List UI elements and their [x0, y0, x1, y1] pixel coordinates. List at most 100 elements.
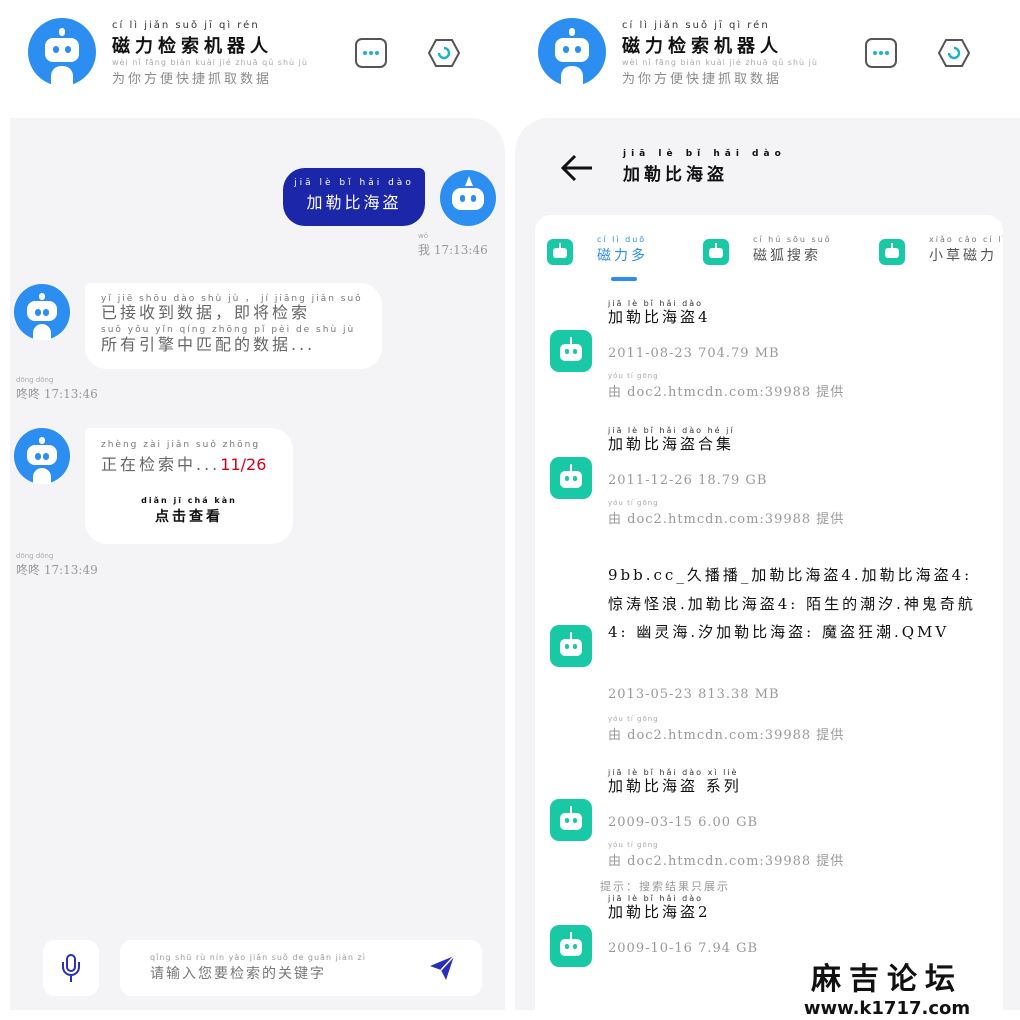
app-subtitle-text: 为你方便快捷抓取数据: [112, 72, 273, 87]
user-message-text: 加勒比海盗: [306, 193, 402, 212]
app-subtitle-pinyin: wèi nǐ fāng biàn kuài jié zhuā qǔ shù jù: [622, 58, 818, 67]
app-title: cí lì jiǎn suǒ jī qì rén 磁力检索机器人: [622, 20, 783, 58]
result-item[interactable]: 9bb.cc_久播播_加勒比海盗4.加勒比海盗4: 惊涛怪浪.加勒比海盗4: 陌…: [535, 561, 1003, 751]
robot-icon: [703, 239, 729, 265]
page-heading-pinyin: jiā lè bǐ hǎi dào: [623, 149, 786, 159]
result-title-pinyin: jiā lè bǐ hǎi dào xì liè: [608, 768, 739, 777]
robot-icon: [550, 457, 592, 499]
hexagon-close-icon: [428, 39, 460, 67]
result-source-text: 由 doc2.htmcdn.com:39988 提供: [608, 385, 845, 400]
result-source: yóu tí gōng 由 doc2.htmcdn.com:39988 提供: [608, 499, 844, 527]
watermark-name: 麻吉论坛: [811, 962, 963, 997]
bot-msg1-line2-pinyin: suǒ yǒu yǐn qíng zhōng pǐ pèi de shù jù: [101, 325, 356, 336]
bolt-icon: [465, 176, 473, 186]
result-source: yóu tí gōng 由 doc2.htmcdn.com:39988 提供: [608, 715, 844, 743]
bot-avatar: [14, 284, 70, 340]
robot-icon: [550, 625, 592, 667]
result-title-text: 加勒比海盗2: [608, 903, 711, 921]
result-source: yóu tí gōng 由 doc2.htmcdn.com:39988 提供: [608, 372, 844, 400]
user-timestamp-pinyin: wǒ: [418, 232, 429, 240]
app-subtitle-text: 为你方便快捷抓取数据: [622, 72, 783, 87]
result-title: 9bb.cc_久播播_加勒比海盗4.加勒比海盗4: 惊涛怪浪.加勒比海盗4: 陌…: [608, 561, 978, 647]
result-source-pinyin: yóu tí gōng: [608, 499, 659, 507]
app-subtitle: wèi nǐ fāng biàn kuài jié zhuā qǔ shù jù…: [112, 58, 308, 87]
back-arrow-icon[interactable]: [560, 153, 596, 183]
user-message-pinyin: jiā lè bǐ hǎi dào: [294, 178, 414, 188]
placeholder-text: 请输入您要检索的关键字: [150, 966, 326, 982]
result-title-pinyin: jiā lè bǐ hǎi dào: [608, 894, 704, 903]
view-link-pinyin: diǎn jī chá kàn: [141, 496, 237, 505]
search-input[interactable]: qǐng shū rù nín yào jiǎn suǒ de guān jià…: [120, 940, 482, 996]
view-link-text: 点击查看: [155, 509, 223, 525]
result-source-pinyin: yóu tí gōng: [608, 715, 659, 723]
user-message-bubble: jiā lè bǐ hǎi dào 加勒比海盗: [283, 168, 425, 226]
result-title: jiā lè bǐ hǎi dào hé jí 加勒比海盗合集: [608, 427, 978, 453]
result-title-text: 加勒比海盗4: [608, 308, 711, 326]
search-input-placeholder: qǐng shū rù nín yào jiǎn suǒ de guān jià…: [150, 953, 366, 983]
robot-icon: [550, 925, 592, 967]
robot-logo-icon: [28, 18, 96, 86]
result-item[interactable]: jiā lè bǐ hǎi dào 加勒比海盗2 2009-10-16 7.94…: [535, 895, 1003, 1005]
user-timestamp: wǒ 我 17:13:46: [418, 232, 488, 258]
send-icon[interactable]: [428, 954, 456, 982]
chat-area: [10, 118, 505, 1010]
result-source-text: 由 doc2.htmcdn.com:39988 提供: [608, 512, 845, 527]
bot-timestamp-2: dōng dōng 咚咚 17:13:49: [16, 552, 98, 578]
result-meta: 2011-12-26 18.79 GB: [608, 473, 768, 488]
result-item[interactable]: jiā lè bǐ hǎi dào xì liè 加勒比海盗 系列 2009-0…: [535, 769, 1003, 879]
result-source-pinyin: yóu tí gōng: [608, 372, 659, 380]
result-source: yóu tí gōng 由 doc2.htmcdn.com:39988 提供: [608, 841, 844, 869]
tab-label: cí lì duō 磁力多: [597, 235, 648, 265]
footer-hint: 提示：搜索结果只展示: [600, 880, 730, 893]
search-progress-count: 11/26: [220, 455, 267, 474]
bot-avatar: [14, 428, 70, 484]
results-panel: cí lì jiǎn suǒ jī qì rén 磁力检索机器人 wèi nǐ …: [510, 0, 1020, 1020]
voice-input-button[interactable]: [43, 940, 99, 996]
active-tab-indicator: [611, 277, 637, 281]
result-source-pinyin: yóu tí gōng: [608, 841, 659, 849]
app-title-pinyin: cí lì jiǎn suǒ jī qì rén: [622, 20, 770, 31]
result-title-text: 加勒比海盗合集: [608, 435, 735, 453]
app-title-text: 磁力检索机器人: [622, 36, 783, 57]
tab-pinyin: cí lì duō: [597, 235, 647, 244]
more-menu-button[interactable]: [865, 38, 897, 68]
bot-msg1-line1: 已接收到数据，即将检索: [101, 303, 311, 323]
result-title-pinyin: jiā lè bǐ hǎi dào hé jí: [608, 426, 735, 435]
bot-message-received: yǐ jiē shōu dào shù jù ， jí jiāng jiǎn s…: [85, 283, 382, 369]
more-menu-button[interactable]: [355, 38, 387, 68]
results-card: cí lì duō 磁力多 cí hú sōu suǒ 磁狐搜索 xiǎo cǎ…: [535, 215, 1003, 1010]
user-timestamp-text: 我 17:13:46: [418, 243, 488, 257]
results-area: jiā lè bǐ hǎi dào 加勒比海盗 cí lì duō 磁力多 cí…: [515, 118, 1020, 1010]
placeholder-pinyin: qǐng shū rù nín yào jiǎn suǒ de guān jià…: [150, 953, 366, 962]
result-source-text: 由 doc2.htmcdn.com:39988 提供: [608, 854, 845, 869]
close-mini-program-button[interactable]: [938, 38, 970, 68]
robot-logo-icon: [538, 18, 606, 86]
page-heading: jiā lè bǐ hǎi dào 加勒比海盗: [623, 149, 786, 185]
result-meta: 2009-10-16 7.94 GB: [608, 941, 759, 956]
robot-icon: [550, 330, 592, 372]
tab-text: 小草磁力: [929, 248, 997, 264]
app-subtitle: wèi nǐ fāng biàn kuài jié zhuā qǔ shù jù…: [622, 58, 818, 87]
app-title-pinyin: cí lì jiǎn suǒ jī qì rén: [112, 20, 260, 31]
chat-panel: cí lì jiǎn suǒ jī qì rén 磁力检索机器人 wèi nǐ …: [0, 0, 510, 1010]
robot-icon: [879, 239, 905, 265]
result-title-pinyin: jiā lè bǐ hǎi dào: [608, 299, 704, 308]
result-item[interactable]: jiā lè bǐ hǎi dào hé jí 加勒比海盗合集 2011-12-…: [535, 427, 1003, 537]
watermark-url: www.k1717.com: [803, 998, 971, 1019]
result-title: jiā lè bǐ hǎi dào xì liè 加勒比海盗 系列: [608, 769, 978, 795]
tab-pinyin: cí hú sōu suǒ: [753, 235, 832, 244]
app-header: cí lì jiǎn suǒ jī qì rén 磁力检索机器人 wèi nǐ …: [0, 0, 510, 110]
app-title: cí lì jiǎn suǒ jī qì rén 磁力检索机器人: [112, 20, 273, 58]
close-mini-program-button[interactable]: [428, 38, 460, 68]
bot-timestamp-2-text: 咚咚 17:13:49: [16, 563, 98, 577]
view-results-link[interactable]: diǎn jī chá kàn 点击查看: [85, 496, 293, 526]
tab-text: 磁狐搜索: [753, 248, 821, 264]
result-title-text: 加勒比海盗 系列: [608, 777, 742, 795]
result-meta: 2011-08-23 704.79 MB: [608, 346, 780, 361]
bot-timestamp-1-text: 咚咚 17:13:46: [16, 387, 98, 401]
result-meta: 2013-05-23 813.38 MB: [608, 687, 780, 702]
bot-msg1-line1-pinyin: yǐ jiē shōu dào shù jù ， jí jiāng jiǎn s…: [101, 294, 363, 304]
bot-msg2-text: 正在检索中...: [101, 455, 221, 474]
result-item[interactable]: jiā lè bǐ hǎi dào 加勒比海盗4 2011-08-23 704.…: [535, 300, 1003, 410]
result-title: jiā lè bǐ hǎi dào 加勒比海盗4: [608, 300, 978, 326]
